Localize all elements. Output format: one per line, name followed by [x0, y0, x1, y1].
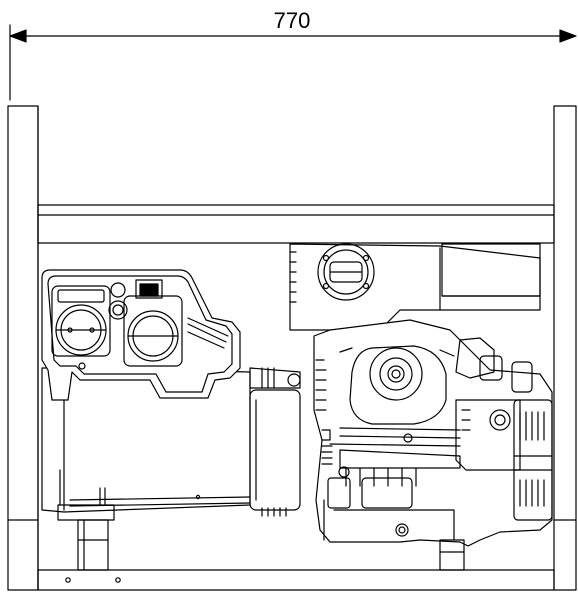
coupling-housing: [249, 389, 301, 511]
socket-2: [123, 279, 183, 367]
frame-hole-left: [65, 577, 71, 583]
cooling-grille: [513, 399, 553, 521]
frame-post-right: [553, 105, 577, 591]
fuel-cap: [317, 243, 375, 301]
alternator-assembly: [41, 269, 301, 571]
frame-top-rail: [37, 204, 555, 244]
rubber-mount-right: [439, 539, 465, 571]
frame: [7, 105, 577, 591]
engine-assembly: [289, 243, 553, 571]
rubber-mount-left: [77, 519, 109, 571]
frame-hole-right: [115, 577, 121, 583]
fuel-tank: [289, 243, 541, 331]
width-dimension: 770: [9, 8, 577, 101]
circuit-breaker: [110, 282, 126, 298]
dimension-arrow-left: [9, 29, 27, 43]
alternator-body: [41, 367, 251, 513]
frame-post-left: [7, 105, 39, 591]
dimension-arrow-right: [559, 29, 577, 43]
oil-drain: [327, 477, 351, 509]
socket-1: [51, 285, 111, 357]
dimension-label: 770: [274, 8, 311, 33]
engine-right-side: [455, 337, 533, 471]
recoil-starter: [339, 345, 455, 425]
frame-bottom-rail: [37, 569, 555, 591]
